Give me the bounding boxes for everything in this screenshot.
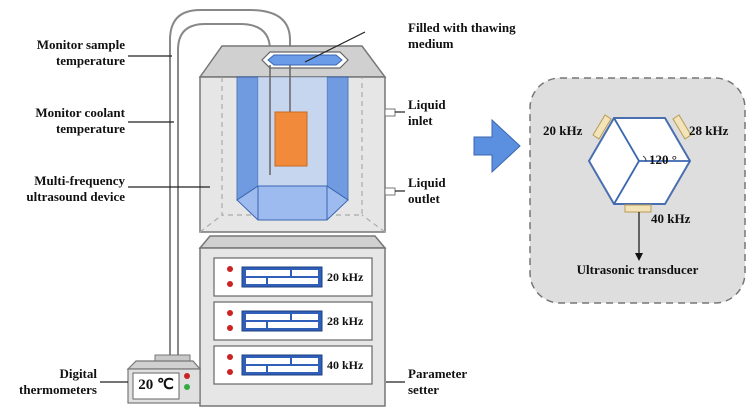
display-segment [292, 270, 318, 276]
display-segment [246, 314, 290, 320]
transducer-pad-right [672, 114, 692, 140]
indicator-led [227, 354, 233, 360]
indicator-led [227, 266, 233, 272]
transducer-hexagon [587, 114, 692, 261]
right-arrow-icon [473, 118, 521, 174]
label-ultrasonic-transducer: Ultrasonic transducer [576, 262, 699, 277]
display-segment [246, 270, 290, 276]
label-digital-thermometers: Digital thermometers [19, 366, 97, 397]
indicator-led [227, 369, 233, 375]
led-red [184, 373, 190, 379]
indicator-led [227, 310, 233, 316]
display-segment [246, 322, 266, 328]
display-segment [268, 278, 318, 284]
label-parameter-setter: Parameter setter [408, 366, 468, 397]
transducer-freq-right: 28 kHz [689, 123, 729, 138]
setter-frequency-label: 28 kHz [327, 314, 364, 328]
display-segment [292, 358, 318, 364]
display-segment [246, 366, 266, 372]
label-liquid-outlet: Liquid outlet [408, 175, 446, 206]
leader-lines [100, 31, 405, 383]
display-segment [292, 314, 318, 320]
label-liquid-inlet: Liquid inlet [408, 97, 446, 128]
transducer-freq-bottom: 40 kHz [651, 211, 691, 226]
display-segment [268, 322, 318, 328]
transducer-freq-left: 20 kHz [543, 123, 583, 138]
transducer-pad-left [592, 114, 612, 140]
setter-frequency-label: 20 kHz [327, 270, 364, 284]
indicator-led [227, 281, 233, 287]
down-arrow-icon [635, 253, 643, 261]
label-filled-with: Filled with thawing medium [408, 20, 516, 51]
display-segment [246, 358, 290, 364]
setter-row [213, 345, 373, 385]
transducer-angle: 120 ° [649, 152, 677, 167]
setter-row [213, 301, 373, 341]
label-monitor-coolant: Monitor coolant temperature [35, 105, 125, 136]
label-ultrasound-device: Multi-frequency ultrasound device [26, 173, 125, 204]
setter-row [213, 257, 373, 297]
display-segment [268, 366, 318, 372]
digital-thermometer [126, 354, 202, 404]
thawing-tank [198, 45, 396, 233]
thermometer-display: 20 ℃ [138, 377, 174, 393]
setter-row-panel [213, 301, 373, 341]
thermometer-tubes [169, 9, 291, 358]
setter-rows [213, 257, 373, 385]
display-segment [246, 278, 266, 284]
led-green [184, 384, 190, 390]
label-monitor-sample: Monitor sample temperature [36, 37, 125, 68]
indicator-led [227, 325, 233, 331]
setter-frequency-label: 40 kHz [327, 358, 364, 372]
transducer-pad-bottom [624, 204, 652, 213]
